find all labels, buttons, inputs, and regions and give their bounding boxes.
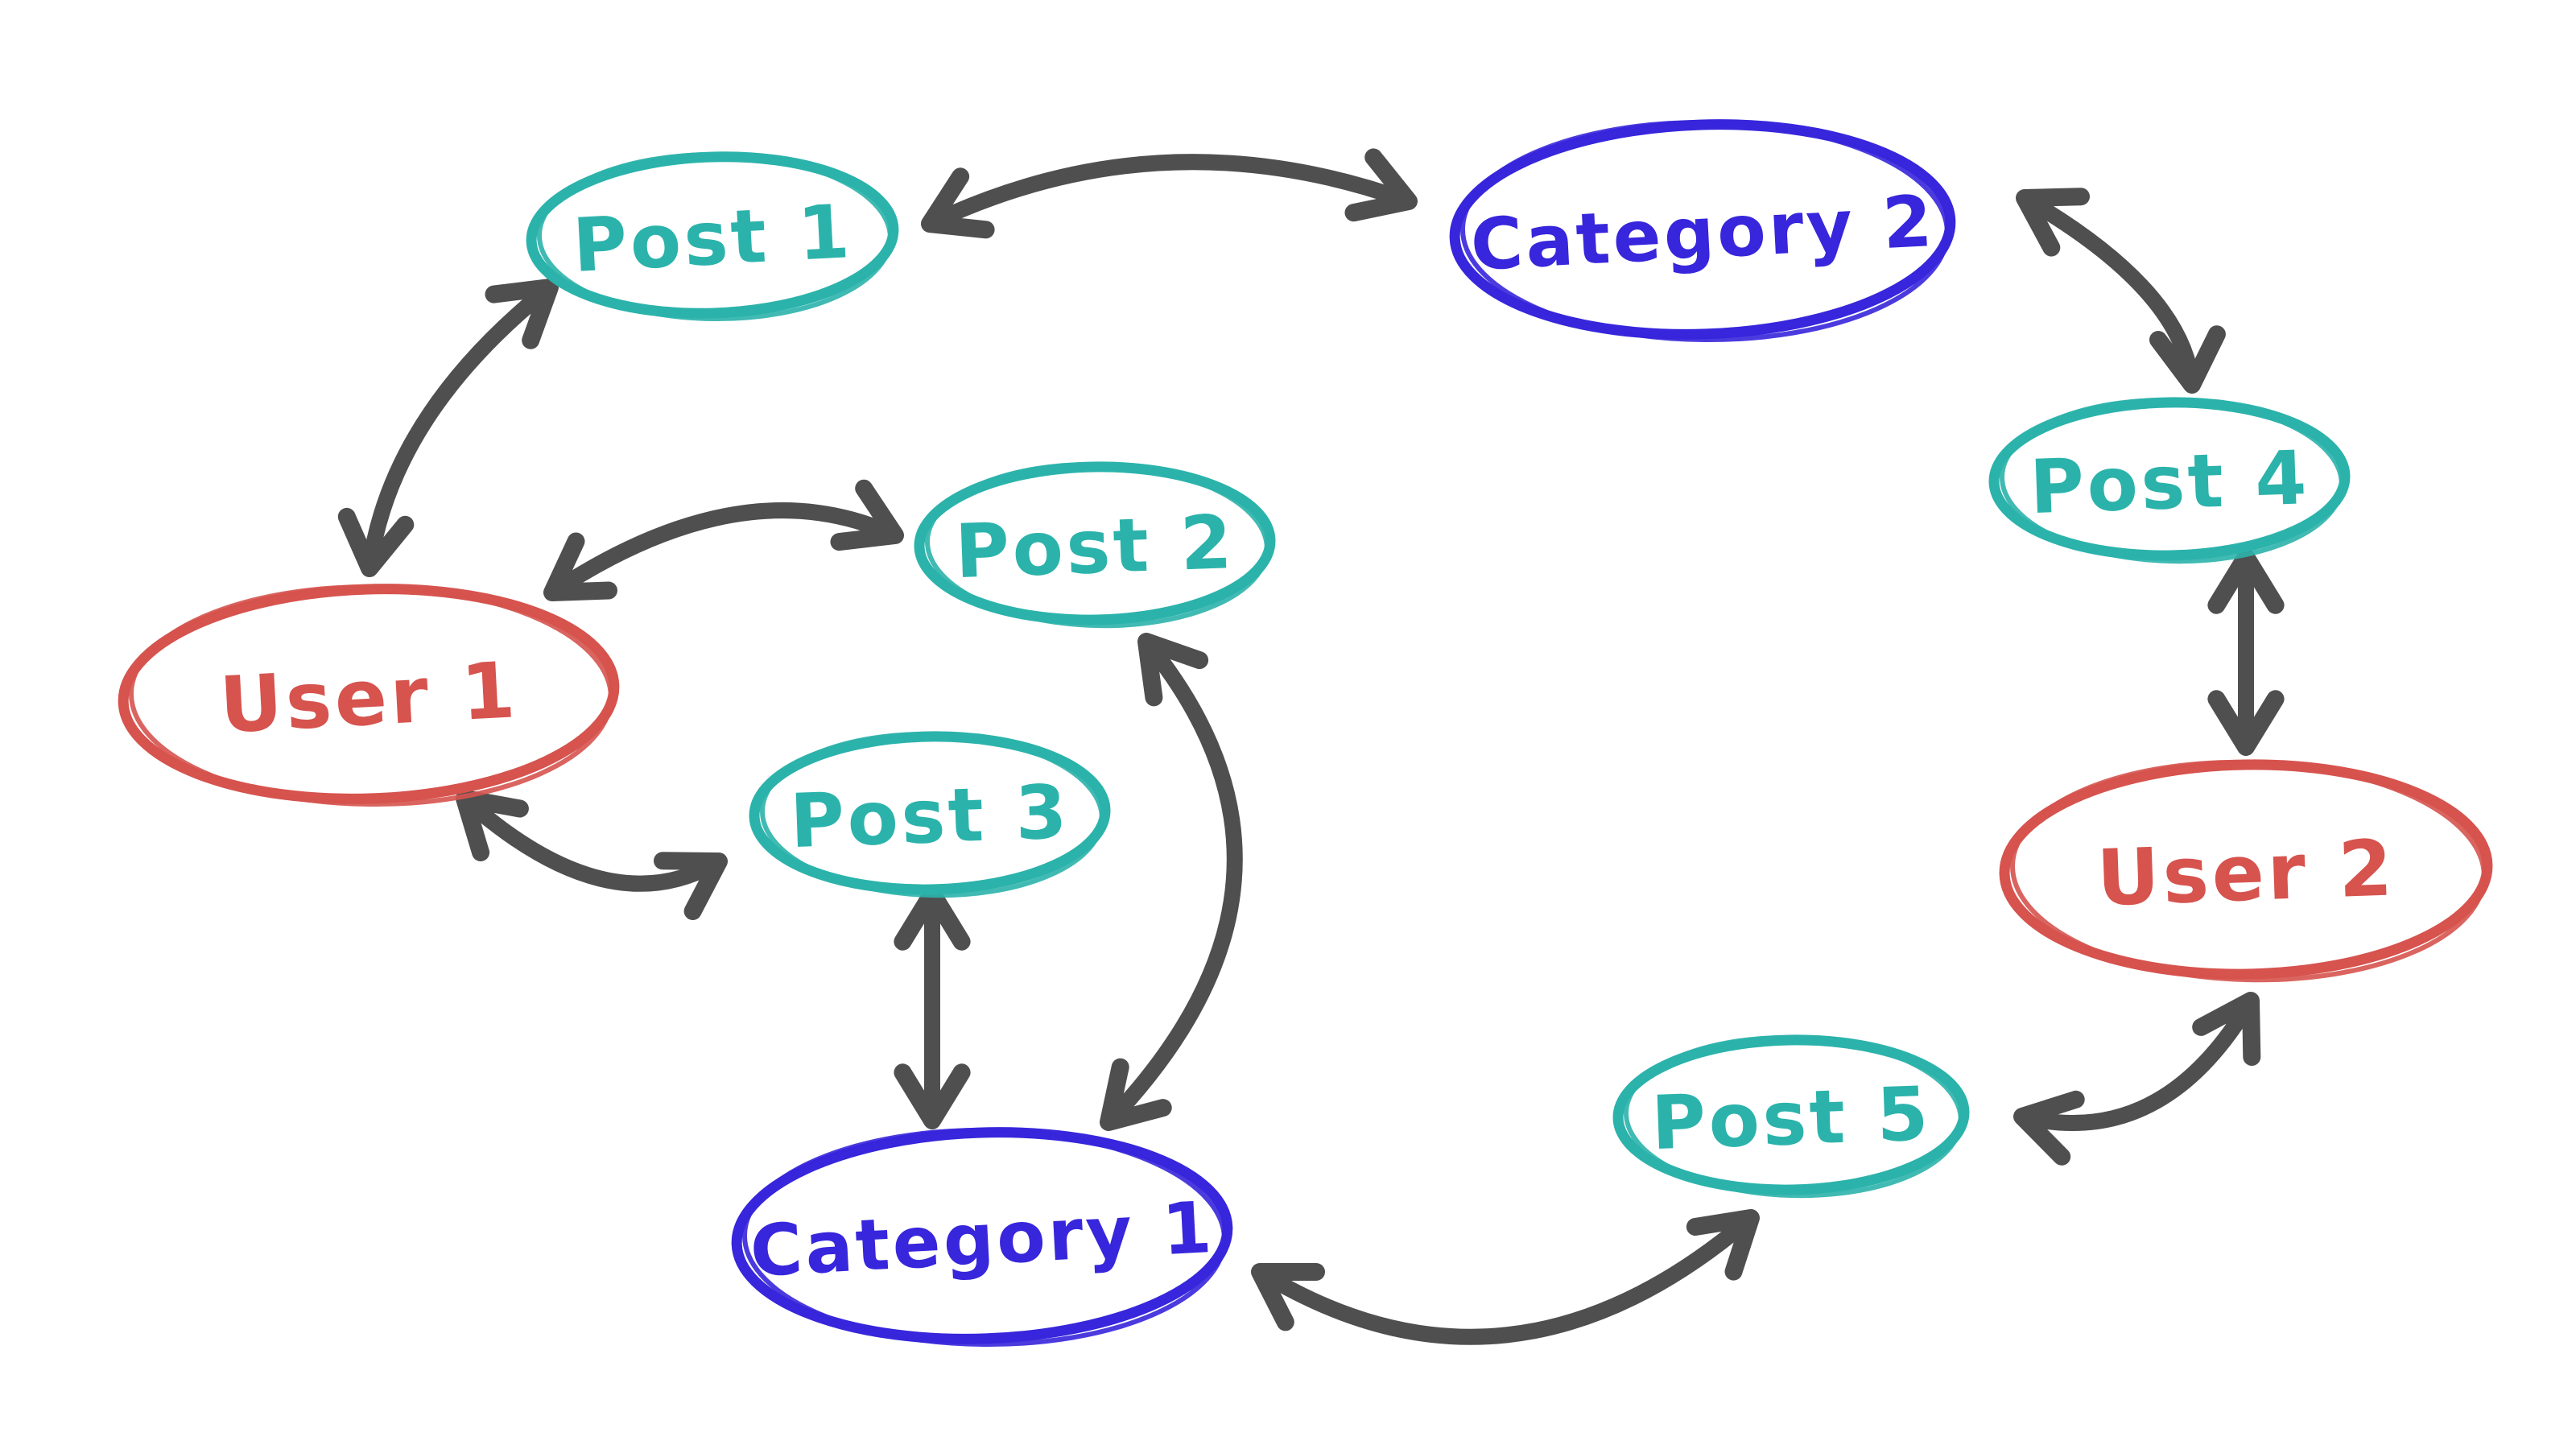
node-outline-sketch xyxy=(536,152,893,322)
node-outline xyxy=(749,731,1111,895)
nodes-layer: Post 1 Category 2 Post 4 User 2 Post 5 Catego… xyxy=(118,119,2493,1348)
arrowhead-icon xyxy=(2207,690,2285,756)
edge-shaft xyxy=(456,791,727,892)
arrowhead-icon xyxy=(543,532,617,601)
node-post-5: Post 5 xyxy=(1612,1034,1970,1199)
edge-user-2--post-5 xyxy=(2013,992,2261,1166)
arrowhead-icon xyxy=(894,1063,971,1129)
arrowhead-icon xyxy=(2013,1090,2085,1166)
edge-post-2--category-1 xyxy=(1100,633,1243,1131)
edge-shaft xyxy=(2014,993,2259,1131)
node-outline xyxy=(1612,1034,1970,1195)
arrowhead-icon xyxy=(1344,148,1418,222)
edge-shaft xyxy=(1100,634,1243,1130)
node-outline-sketch xyxy=(760,731,1104,898)
node-post-4-label: Post 4 xyxy=(2029,435,2311,530)
node-outline xyxy=(731,1127,1233,1344)
node-outline-sketch xyxy=(2010,759,2487,983)
edge-shaft xyxy=(1252,1210,1759,1345)
arrowhead-icon xyxy=(921,167,995,239)
node-post-5-label: Post 5 xyxy=(1650,1071,1933,1166)
node-outline-sketch xyxy=(741,1128,1227,1348)
node-post-4: Post 4 xyxy=(1988,397,2351,564)
node-outline-sketch xyxy=(925,461,1269,629)
arrowhead-icon xyxy=(2016,188,2090,257)
edge-user-1--post-1 xyxy=(337,279,559,577)
edge-shaft xyxy=(361,279,558,576)
arrowhead-icon xyxy=(654,852,728,920)
node-user-1-label: User 1 xyxy=(217,645,520,750)
arrowhead-icon xyxy=(1100,1058,1172,1131)
node-category-1: Category 1 xyxy=(731,1127,1233,1348)
node-outline xyxy=(1999,759,2493,980)
edge-user-1--post-2 xyxy=(543,479,904,601)
edge-post-1--category-2 xyxy=(921,148,1418,239)
edge-category-2--post-4 xyxy=(2016,188,2226,394)
node-post-1-label: Post 1 xyxy=(571,188,855,289)
node-post-3-label: Post 3 xyxy=(789,769,1071,865)
edges-layer xyxy=(337,148,2285,1345)
edge-post-3--category-1 xyxy=(894,885,971,1129)
node-post-3: Post 3 xyxy=(749,731,1111,898)
node-post-2: Post 2 xyxy=(914,461,1276,629)
edge-post-5--category-1 xyxy=(1251,1209,1760,1345)
arrowhead-icon xyxy=(1251,1263,1325,1331)
node-outline-sketch xyxy=(1624,1034,1963,1199)
node-post-2-label: Post 2 xyxy=(954,499,1236,595)
node-category-2-label: Category 2 xyxy=(1468,180,1937,287)
node-user-2: User 2 xyxy=(1999,759,2493,983)
node-user-2-label: User 2 xyxy=(2095,823,2396,923)
node-user-1: User 1 xyxy=(118,584,620,807)
arrowhead-icon xyxy=(2192,992,2261,1066)
node-category-2: Category 2 xyxy=(1449,119,1956,343)
node-outline xyxy=(1988,397,2351,561)
arrowhead-icon xyxy=(1686,1209,1760,1281)
arrowhead-icon xyxy=(830,479,904,551)
edge-post-4--user-2 xyxy=(2207,548,2285,756)
edge-user-1--post-3 xyxy=(456,790,728,920)
edge-shaft xyxy=(922,154,1417,232)
node-outline xyxy=(914,461,1276,625)
node-outline-sketch xyxy=(1459,120,1950,343)
arrowhead-icon xyxy=(2149,325,2226,394)
node-category-1-label: Category 1 xyxy=(748,1186,1216,1293)
arrowhead-icon xyxy=(485,279,559,349)
edge-shaft xyxy=(544,502,903,601)
node-outline-sketch xyxy=(128,584,613,807)
edge-shaft xyxy=(2017,190,2200,393)
node-outline xyxy=(526,151,899,319)
node-outline xyxy=(1449,119,1956,340)
node-outline xyxy=(118,584,620,804)
node-outline-sketch xyxy=(2000,397,2344,564)
node-post-1: Post 1 xyxy=(526,151,899,322)
arrowhead-icon xyxy=(1137,633,1209,707)
arrowhead-icon xyxy=(337,507,415,577)
